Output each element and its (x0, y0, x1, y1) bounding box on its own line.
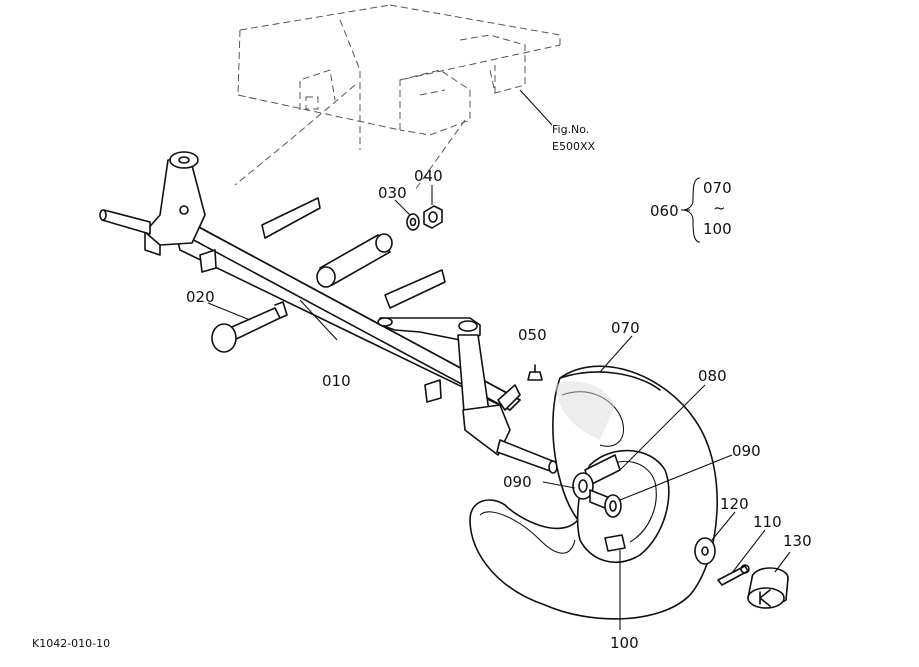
nut-040 (423, 205, 443, 229)
part-label-090-right: 090 (732, 442, 761, 460)
fig-no-code: E500XX (552, 140, 595, 153)
part-label-050: 050 (518, 326, 547, 344)
group-range-to: 100 (703, 220, 732, 238)
front-wheel-assembly (469, 365, 789, 620)
drawing-code: K1042-010-10 (32, 637, 110, 650)
part-labels: 010 020 030 040 050 070 080 090 090 100 … (186, 167, 812, 652)
part-label-040: 040 (414, 167, 443, 185)
part-label-090-left: 090 (503, 473, 532, 491)
chassis-frame-phantom (234, 4, 561, 191)
pivot-bolt-020 (211, 301, 288, 353)
group-label-060: 060 (650, 202, 679, 220)
part-label-070: 070 (611, 319, 640, 337)
part-label-130: 130 (783, 532, 812, 550)
group-bracket (681, 177, 701, 243)
front-axle-beam (99, 151, 558, 474)
leader-lines (207, 185, 791, 630)
part-label-120: 120 (720, 495, 749, 513)
part-label-080: 080 (698, 367, 727, 385)
part-label-110: 110 (753, 513, 782, 531)
part-label-100: 100 (610, 634, 639, 652)
part-label-020: 020 (186, 288, 215, 306)
fig-no-label: Fig.No. (552, 123, 589, 136)
grease-fitting-050 (527, 364, 543, 381)
part-label-030: 030 (378, 184, 407, 202)
group-range-from: 070 (703, 179, 732, 197)
washer-030 (406, 213, 420, 231)
group-range-tilde: ~ (713, 199, 726, 217)
pivot-sleeve (316, 233, 393, 288)
part-label-010: 010 (322, 372, 351, 390)
